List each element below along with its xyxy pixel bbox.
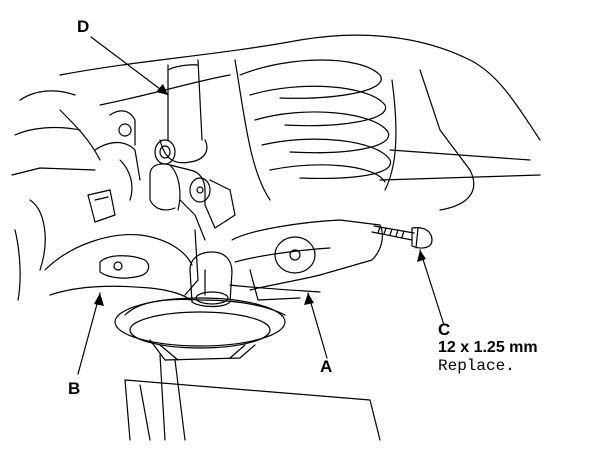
callout-b: B: [68, 379, 81, 398]
coil-spring: [234, 59, 397, 201]
leader-b: [77, 292, 101, 375]
arrowhead-c: [417, 250, 426, 262]
arrowhead-b: [94, 293, 104, 306]
shock-absorber: [154, 59, 208, 165]
callout-c: C: [438, 320, 451, 339]
control-arm-a: [229, 219, 383, 301]
bolt-size-label: 12 x 1.25 mm: [438, 339, 538, 356]
replace-note: Replace.: [438, 357, 515, 375]
leader-c: [419, 249, 445, 326]
shock-mount-bracket: [149, 163, 236, 241]
leader-a: [307, 292, 328, 359]
arrowhead-d: [156, 84, 168, 95]
bolt-c: [371, 225, 433, 249]
leader-d: [90, 36, 169, 96]
knuckle-assembly: [87, 110, 141, 223]
jack-stand: [114, 297, 381, 441]
lower-arm-b: [44, 229, 199, 301]
callout-d: D: [77, 17, 90, 36]
leader-lines: [77, 36, 445, 375]
arrowhead-a: [304, 293, 314, 305]
vehicle-body-outline: [11, 34, 541, 301]
callout-a: A: [320, 357, 333, 376]
